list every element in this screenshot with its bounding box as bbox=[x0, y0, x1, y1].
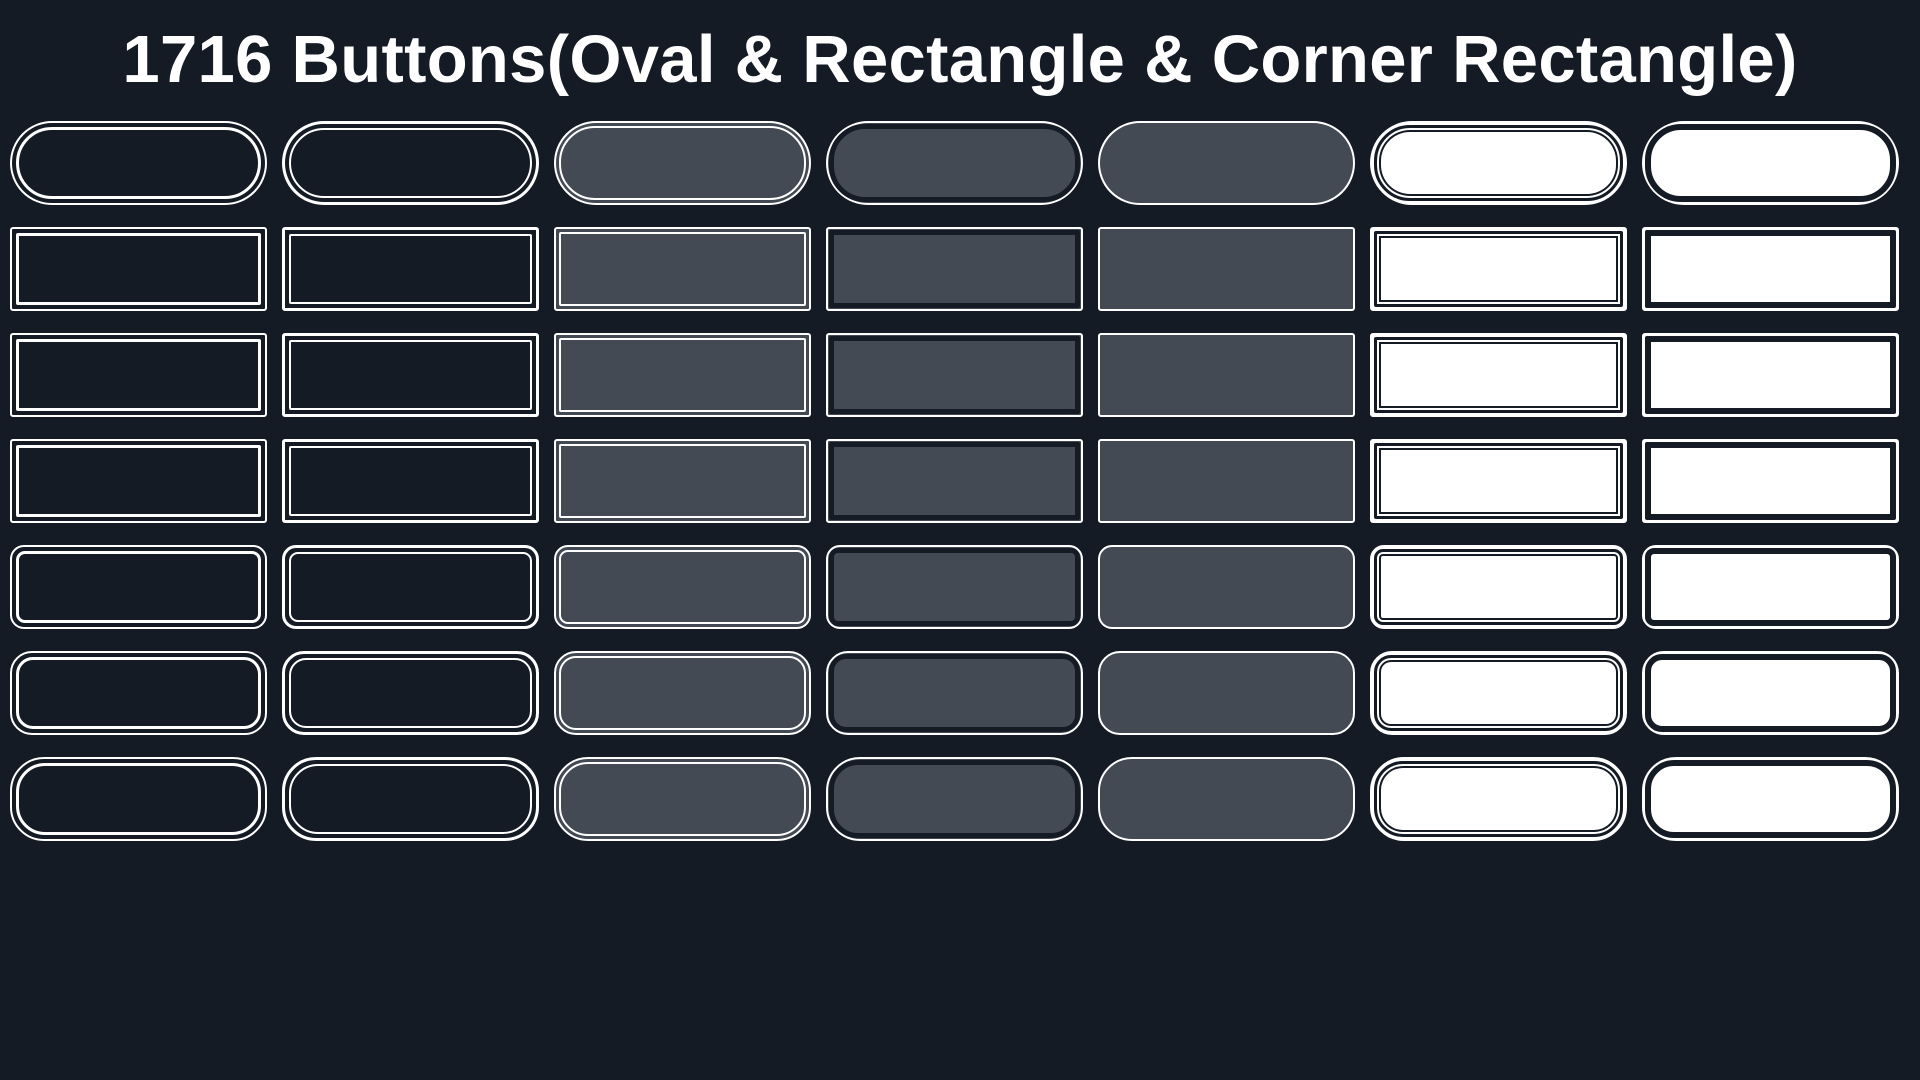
rectangle-button-white-double-outline[interactable] bbox=[1370, 333, 1627, 417]
button-inner-frame bbox=[289, 446, 532, 516]
rectangle-button-white-dark-inset[interactable] bbox=[1642, 333, 1899, 417]
corner-rectangle-button-white-double-outline[interactable] bbox=[1370, 757, 1627, 841]
button-inner-frame bbox=[16, 551, 261, 623]
rectangle-button-white-double-outline[interactable] bbox=[1370, 439, 1627, 523]
rectangle-button-gray-single-outline[interactable] bbox=[1098, 439, 1355, 523]
rectangle-button-white-dark-inset[interactable] bbox=[1642, 227, 1899, 311]
button-inner-frame bbox=[289, 552, 532, 622]
button-inner-frame bbox=[1645, 442, 1896, 520]
button-inner-frame bbox=[1645, 548, 1896, 626]
rectangle-button-white-double-outline[interactable] bbox=[1370, 227, 1627, 311]
oval-button-gray-double-outline[interactable] bbox=[554, 121, 811, 205]
button-inner-frame bbox=[1374, 761, 1623, 837]
button-inner-frame bbox=[1645, 654, 1896, 732]
button-inner-frame bbox=[16, 657, 261, 729]
button-inner-frame bbox=[1645, 336, 1896, 414]
button-inner-frame bbox=[1374, 337, 1623, 413]
button-inner-frame bbox=[1645, 124, 1896, 202]
corner-rectangle-button-white-dark-inset[interactable] bbox=[1642, 545, 1899, 629]
corner-rectangle-button-dark-thick-inner-outline[interactable] bbox=[282, 651, 539, 735]
rectangle-button-dark-double-outline[interactable] bbox=[10, 227, 267, 311]
rectangle-button-gray-double-outline[interactable] bbox=[554, 227, 811, 311]
button-inner-frame bbox=[289, 340, 532, 410]
button-inner-frame bbox=[829, 760, 1080, 838]
button-inner-frame bbox=[559, 126, 806, 200]
corner-rectangle-button-gray-single-outline[interactable] bbox=[1098, 545, 1355, 629]
corner-rectangle-button-gray-double-outline[interactable] bbox=[554, 651, 811, 735]
button-inner-frame bbox=[559, 232, 806, 306]
corner-rectangle-button-white-double-outline[interactable] bbox=[1370, 651, 1627, 735]
corner-rectangle-button-gray-single-outline[interactable] bbox=[1098, 757, 1355, 841]
button-inner-frame bbox=[289, 658, 532, 728]
button-inner-frame bbox=[829, 336, 1080, 414]
button-inner-frame bbox=[1645, 760, 1896, 838]
rectangle-button-gray-single-outline[interactable] bbox=[1098, 227, 1355, 311]
corner-rectangle-button-gray-double-outline[interactable] bbox=[554, 545, 811, 629]
button-inner-frame bbox=[559, 338, 806, 412]
rectangle-button-dark-thick-inner-outline[interactable] bbox=[282, 227, 539, 311]
corner-rectangle-button-gray-dark-inset[interactable] bbox=[826, 757, 1083, 841]
button-inner-frame bbox=[1374, 549, 1623, 625]
button-inner-frame bbox=[16, 445, 261, 517]
oval-button-dark-double-outline[interactable] bbox=[10, 121, 267, 205]
corner-rectangle-button-dark-thick-inner-outline[interactable] bbox=[282, 545, 539, 629]
button-inner-frame bbox=[16, 127, 261, 199]
corner-rectangle-button-gray-dark-inset[interactable] bbox=[826, 545, 1083, 629]
button-inner-frame bbox=[1374, 443, 1623, 519]
rectangle-button-white-dark-inset[interactable] bbox=[1642, 439, 1899, 523]
rectangle-button-gray-dark-inset[interactable] bbox=[826, 439, 1083, 523]
oval-button-white-dark-inset[interactable] bbox=[1642, 121, 1899, 205]
rectangle-button-gray-dark-inset[interactable] bbox=[826, 227, 1083, 311]
rectangle-button-gray-single-outline[interactable] bbox=[1098, 333, 1355, 417]
button-inner-frame bbox=[1374, 231, 1623, 307]
corner-rectangle-button-dark-double-outline[interactable] bbox=[10, 651, 267, 735]
button-inner-frame bbox=[559, 550, 806, 624]
button-inner-frame bbox=[559, 762, 806, 836]
button-inner-frame bbox=[829, 124, 1080, 202]
oval-button-white-double-outline[interactable] bbox=[1370, 121, 1627, 205]
button-inner-frame bbox=[829, 230, 1080, 308]
button-inner-frame bbox=[289, 128, 532, 198]
oval-button-gray-single-outline[interactable] bbox=[1098, 121, 1355, 205]
oval-button-dark-thick-inner-outline[interactable] bbox=[282, 121, 539, 205]
button-inner-frame bbox=[289, 234, 532, 304]
button-inner-frame bbox=[1645, 230, 1896, 308]
rectangle-button-dark-double-outline[interactable] bbox=[10, 439, 267, 523]
button-grid bbox=[10, 121, 1899, 841]
button-inner-frame bbox=[16, 339, 261, 411]
button-inner-frame bbox=[1374, 655, 1623, 731]
rectangle-button-gray-dark-inset[interactable] bbox=[826, 333, 1083, 417]
corner-rectangle-button-gray-dark-inset[interactable] bbox=[826, 651, 1083, 735]
button-inner-frame bbox=[559, 656, 806, 730]
rectangle-button-dark-thick-inner-outline[interactable] bbox=[282, 439, 539, 523]
rectangle-button-gray-double-outline[interactable] bbox=[554, 439, 811, 523]
button-inner-frame bbox=[829, 442, 1080, 520]
page-title: 1716 Buttons(Oval & Rectangle & Corner R… bbox=[122, 22, 1798, 97]
rectangle-button-dark-thick-inner-outline[interactable] bbox=[282, 333, 539, 417]
button-inner-frame bbox=[1374, 125, 1623, 201]
button-inner-frame bbox=[829, 548, 1080, 626]
button-inner-frame bbox=[16, 763, 261, 835]
corner-rectangle-button-gray-single-outline[interactable] bbox=[1098, 651, 1355, 735]
button-inner-frame bbox=[829, 654, 1080, 732]
corner-rectangle-button-white-dark-inset[interactable] bbox=[1642, 651, 1899, 735]
button-inner-frame bbox=[289, 764, 532, 834]
rectangle-button-gray-double-outline[interactable] bbox=[554, 333, 811, 417]
oval-button-gray-dark-inset[interactable] bbox=[826, 121, 1083, 205]
button-inner-frame bbox=[16, 233, 261, 305]
corner-rectangle-button-gray-double-outline[interactable] bbox=[554, 757, 811, 841]
corner-rectangle-button-dark-double-outline[interactable] bbox=[10, 545, 267, 629]
corner-rectangle-button-dark-double-outline[interactable] bbox=[10, 757, 267, 841]
corner-rectangle-button-dark-thick-inner-outline[interactable] bbox=[282, 757, 539, 841]
corner-rectangle-button-white-double-outline[interactable] bbox=[1370, 545, 1627, 629]
rectangle-button-dark-double-outline[interactable] bbox=[10, 333, 267, 417]
corner-rectangle-button-white-dark-inset[interactable] bbox=[1642, 757, 1899, 841]
button-inner-frame bbox=[559, 444, 806, 518]
